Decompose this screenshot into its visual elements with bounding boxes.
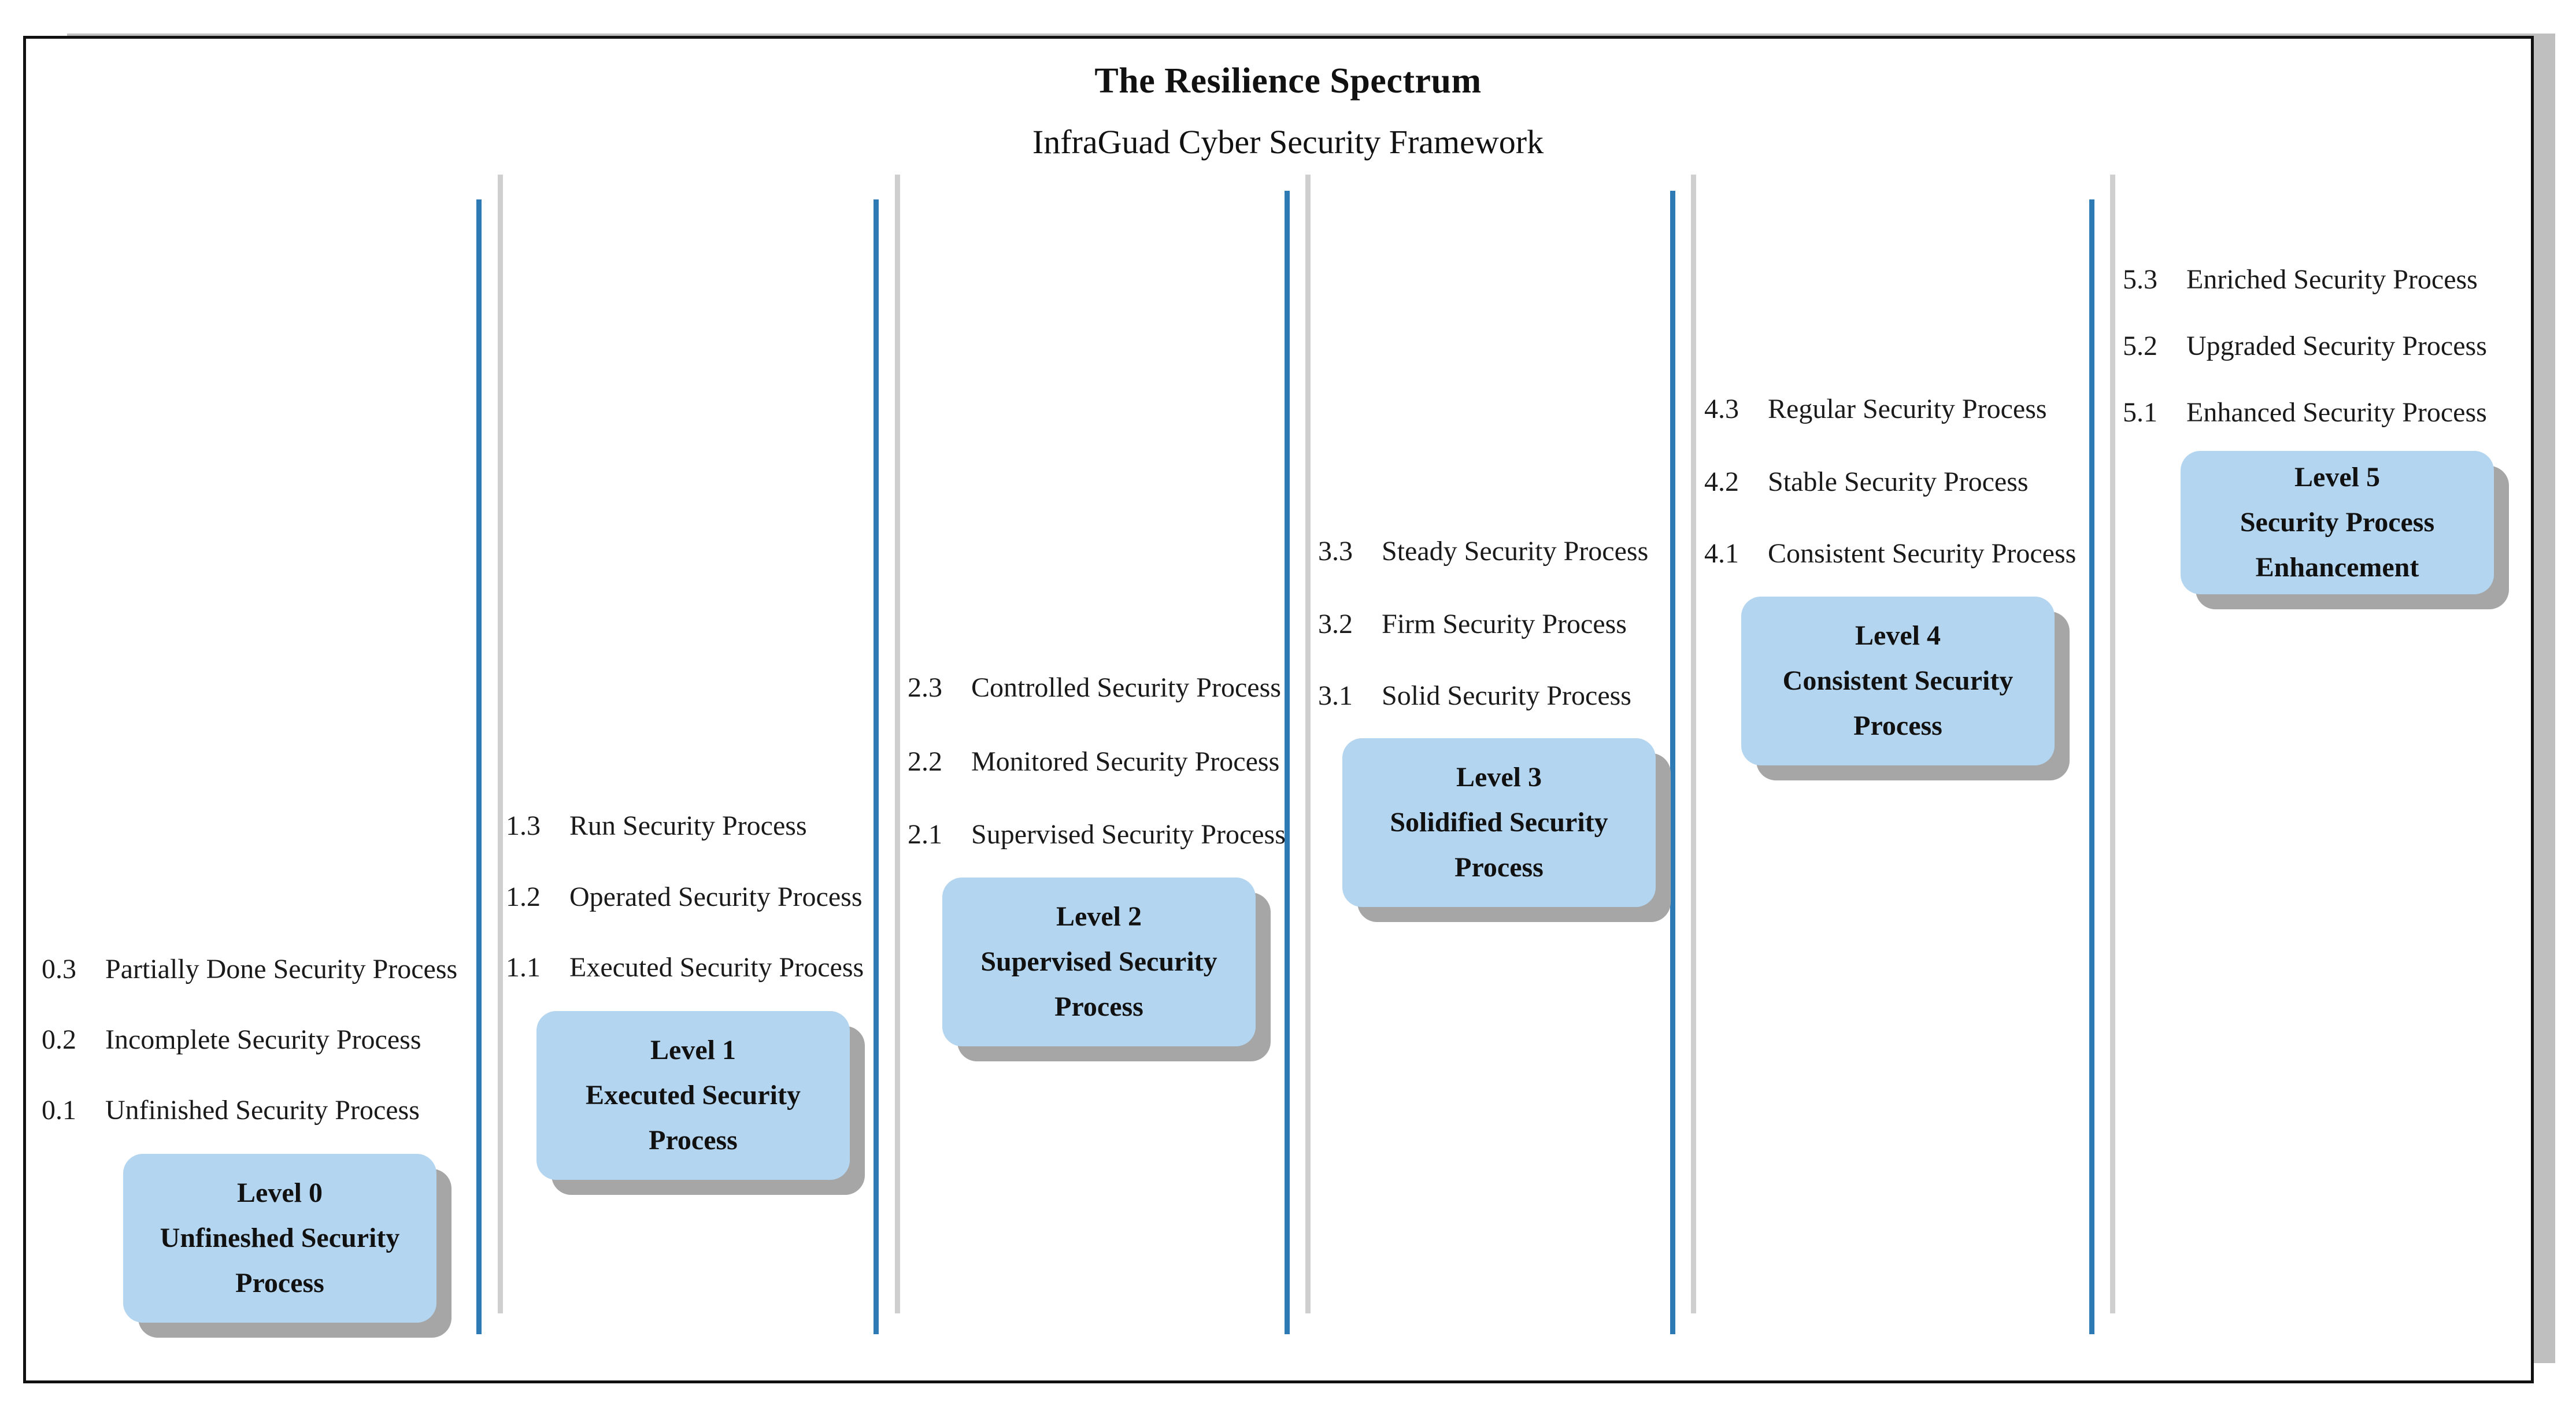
item-label: Executed Security Process (569, 952, 864, 983)
level-box-line3: Process (235, 1267, 324, 1298)
item-number: 4.2 (1704, 467, 1739, 497)
level-box-line2: Security Process (2240, 507, 2435, 538)
item-label: Operated Security Process (569, 882, 863, 912)
level-box-line3: Process (649, 1124, 738, 1156)
level-box-line3: Process (1054, 991, 1143, 1022)
level-box-2[interactable]: Level 2 Supervised Security Process (942, 878, 1271, 1061)
divider-grey-3 (1305, 175, 1311, 1313)
list-item[interactable]: 3.3 Steady Security Process (1318, 538, 1648, 565)
item-number: 0.2 (42, 1024, 76, 1055)
list-item[interactable]: 3.1 Solid Security Process (1318, 682, 1631, 710)
item-number: 1.1 (506, 952, 541, 983)
divider-grey-5 (2110, 175, 2115, 1313)
item-label: Run Security Process (569, 810, 807, 841)
list-item[interactable]: 3.2 Firm Security Process (1318, 610, 1627, 638)
list-item[interactable]: 2.1 Supervised Security Process (908, 821, 1286, 849)
level-box-face[interactable]: Level 3 Solidified Security Process (1342, 738, 1656, 907)
list-item[interactable]: 1.3 Run Security Process (506, 812, 807, 840)
item-number: 0.3 (42, 954, 76, 984)
level-box-line2: Solidified Security (1390, 807, 1608, 838)
item-label: Partially Done Security Process (105, 954, 458, 984)
divider-grey-4 (1691, 175, 1696, 1313)
level-box-line3: Process (1853, 710, 1942, 741)
item-number: 5.2 (2123, 331, 2157, 361)
item-label: Stable Security Process (1768, 467, 2029, 497)
item-number: 5.3 (2123, 264, 2157, 295)
divider-blue-1 (476, 199, 482, 1334)
item-label: Controlled Security Process (971, 672, 1281, 703)
item-label: Steady Security Process (1382, 536, 1649, 567)
level-box-line2: Supervised Security (980, 946, 1217, 978)
level-box-face[interactable]: Level 5 Security Process Enhancement (2181, 451, 2494, 594)
level-box-face[interactable]: Level 4 Consistent Security Process (1741, 597, 2055, 765)
list-item[interactable]: 1.2 Operated Security Process (506, 883, 863, 911)
item-label: Consistent Security Process (1768, 538, 2077, 569)
divider-grey-2 (895, 175, 900, 1313)
level-box-line2: Executed Security (586, 1080, 801, 1111)
item-label: Monitored Security Process (971, 746, 1280, 777)
level-box-heading: Level 2 (1056, 901, 1142, 932)
level-box-heading: Level 4 (1855, 620, 1941, 651)
item-number: 5.1 (2123, 397, 2157, 428)
level-box-5[interactable]: Level 5 Security Process Enhancement (2181, 451, 2509, 609)
level-box-4[interactable]: Level 4 Consistent Security Process (1741, 597, 2070, 780)
list-item[interactable]: 2.3 Controlled Security Process (908, 674, 1281, 702)
divider-blue-5 (2089, 199, 2094, 1334)
level-box-3[interactable]: Level 3 Solidified Security Process (1342, 738, 1671, 922)
item-number: 0.1 (42, 1095, 76, 1126)
list-item[interactable]: 4.3 Regular Security Process (1704, 395, 2047, 423)
list-item[interactable]: 1.1 Executed Security Process (506, 954, 864, 982)
item-number: 2.2 (908, 746, 942, 777)
item-number: 3.3 (1318, 536, 1353, 567)
item-number: 1.3 (506, 810, 541, 841)
level-box-heading: Level 5 (2294, 462, 2380, 493)
list-item[interactable]: 0.1 Unfinished Security Process (42, 1097, 420, 1124)
level-box-face[interactable]: Level 1 Executed Security Process (536, 1011, 850, 1180)
level-box-line2: Consistent Security (1782, 665, 2014, 697)
item-label: Solid Security Process (1382, 680, 1631, 711)
divider-blue-2 (874, 199, 879, 1334)
level-box-0[interactable]: Level 0 Unfineshed Security Process (123, 1154, 451, 1338)
item-label: Supervised Security Process (971, 819, 1286, 850)
divider-grey-1 (498, 175, 503, 1313)
page-subtitle: InfraGuad Cyber Security Framework (1032, 123, 1544, 161)
list-item[interactable]: 4.1 Consistent Security Process (1704, 540, 2076, 568)
list-item[interactable]: 4.2 Stable Security Process (1704, 468, 2029, 496)
list-item[interactable]: 5.2 Upgraded Security Process (2123, 332, 2487, 360)
item-label: Enhanced Security Process (2186, 397, 2487, 428)
level-box-face[interactable]: Level 0 Unfineshed Security Process (123, 1154, 436, 1323)
level-box-1[interactable]: Level 1 Executed Security Process (536, 1011, 865, 1195)
list-item[interactable]: 5.1 Enhanced Security Process (2123, 399, 2487, 427)
level-box-heading: Level 1 (650, 1035, 736, 1066)
level-box-line2: Unfineshed Security (160, 1223, 400, 1254)
item-number: 2.1 (908, 819, 942, 850)
level-box-line3: Process (1454, 852, 1544, 883)
level-box-line3: Enhancement (2255, 551, 2419, 583)
item-number: 1.2 (506, 882, 541, 912)
divider-blue-4 (1670, 191, 1675, 1334)
list-item[interactable]: 0.3 Partially Done Security Process (42, 956, 457, 983)
level-box-face[interactable]: Level 2 Supervised Security Process (942, 878, 1256, 1046)
item-label: Upgraded Security Process (2186, 331, 2487, 361)
list-item[interactable]: 2.2 Monitored Security Process (908, 748, 1279, 776)
page-title: The Resilience Spectrum (1094, 61, 1482, 101)
item-label: Enriched Security Process (2186, 264, 2478, 295)
item-number: 4.3 (1704, 394, 1739, 424)
item-label: Regular Security Process (1768, 394, 2047, 424)
item-label: Firm Security Process (1382, 609, 1627, 639)
diagram-frame (23, 36, 2534, 1383)
item-label: Incomplete Security Process (105, 1024, 421, 1055)
item-number: 2.3 (908, 672, 942, 703)
list-item[interactable]: 0.2 Incomplete Security Process (42, 1026, 421, 1054)
item-number: 3.1 (1318, 680, 1353, 711)
level-box-heading: Level 0 (237, 1178, 323, 1209)
list-item[interactable]: 5.3 Enriched Security Process (2123, 266, 2478, 294)
divider-blue-3 (1285, 191, 1290, 1334)
item-label: Unfinished Security Process (105, 1095, 420, 1126)
item-number: 3.2 (1318, 609, 1353, 639)
item-number: 4.1 (1704, 538, 1739, 569)
level-box-heading: Level 3 (1456, 762, 1542, 793)
